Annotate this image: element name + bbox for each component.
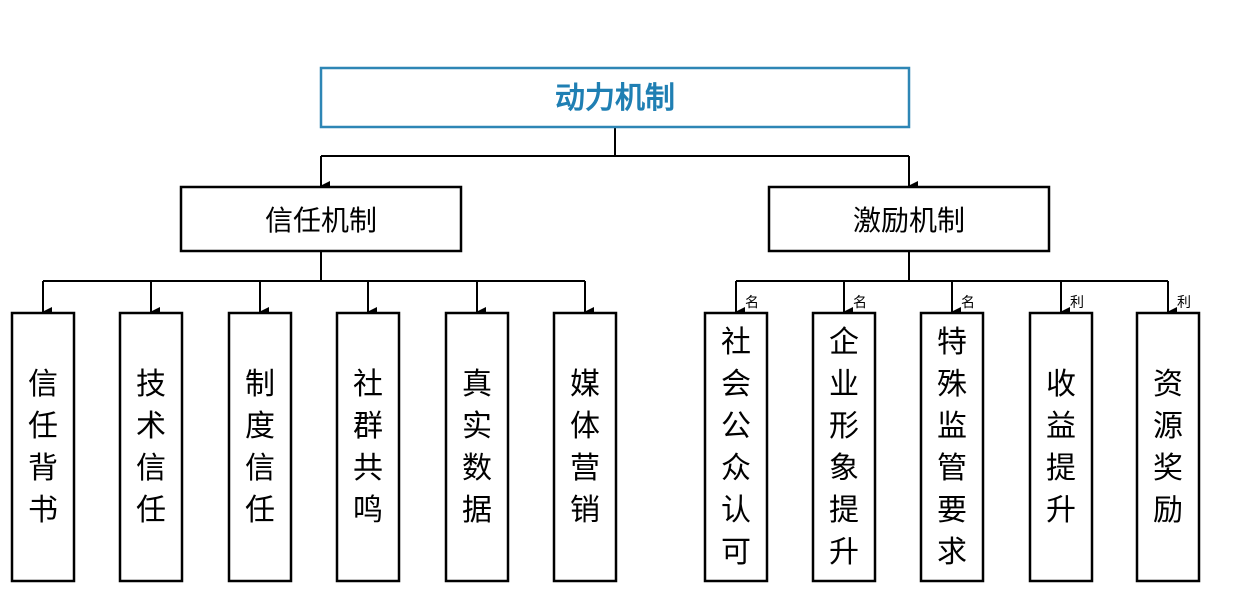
root-connector bbox=[321, 127, 909, 157]
leaf-box bbox=[444, 311, 510, 583]
leaf-box bbox=[552, 311, 618, 583]
root-node: 动力机制 bbox=[319, 66, 911, 129]
leaf-label: 收益提升 bbox=[1046, 367, 1076, 528]
leaf-tag: 利 bbox=[1177, 295, 1191, 311]
leaf-node: 媒体营销 bbox=[552, 311, 618, 583]
leaf-nodes: 信任背书技术信任制度信任社群共鸣真实数据媒体营销社会公众认可名企业形象提升名特殊… bbox=[10, 295, 1201, 583]
leaf-arrows bbox=[42, 281, 1177, 317]
leaf-box bbox=[811, 311, 877, 583]
branch-incentive: 激励机制 bbox=[767, 185, 1051, 253]
leaf-label: 特殊监管要求 bbox=[937, 325, 967, 570]
leaf-tag: 名 bbox=[853, 295, 867, 311]
leaf-label: 技术信任 bbox=[136, 367, 166, 528]
leaf-node: 资源奖励 利 bbox=[1135, 295, 1201, 583]
branch-trust: 信任机制 bbox=[179, 185, 463, 253]
leaf-label: 企业形象提升 bbox=[829, 325, 859, 570]
branch-trust-label: 信任机制 bbox=[265, 204, 377, 237]
leaf-label: 资源奖励 bbox=[1153, 367, 1183, 528]
leaf-node: 技术信任 bbox=[118, 311, 184, 583]
leaf-node: 特殊监管要求 名 bbox=[919, 295, 985, 583]
leaf-box bbox=[703, 311, 769, 583]
leaf-tag: 利 bbox=[1070, 295, 1084, 311]
leaf-node: 制度信任 bbox=[227, 311, 293, 583]
incentive-connector bbox=[736, 252, 1168, 282]
branch-incentive-label: 激励机制 bbox=[853, 204, 965, 237]
leaf-label: 制度信任 bbox=[245, 367, 275, 528]
leaf-box bbox=[335, 311, 401, 583]
root-label: 动力机制 bbox=[555, 81, 675, 116]
leaf-node: 社群共鸣 bbox=[335, 311, 401, 583]
leaf-label: 真实数据 bbox=[462, 367, 492, 528]
trust-connector bbox=[43, 252, 585, 282]
leaf-node: 收益提升 利 bbox=[1028, 295, 1094, 583]
leaf-box bbox=[118, 311, 184, 583]
leaf-label: 信任背书 bbox=[28, 367, 58, 528]
leaf-box bbox=[1135, 311, 1201, 583]
leaf-node: 企业形象提升 名 bbox=[811, 295, 877, 583]
leaf-tag: 名 bbox=[961, 295, 975, 311]
leaf-box bbox=[227, 311, 293, 583]
leaf-label: 社群共鸣 bbox=[353, 367, 383, 528]
leaf-node: 真实数据 bbox=[444, 311, 510, 583]
leaf-box bbox=[10, 311, 76, 583]
leaf-label: 社会公众认可 bbox=[721, 325, 751, 570]
leaf-tag: 名 bbox=[745, 295, 759, 311]
connectors bbox=[42, 127, 1177, 317]
leaf-label: 媒体营销 bbox=[570, 367, 600, 528]
leaf-node: 社会公众认可 名 bbox=[703, 295, 769, 583]
leaf-box bbox=[1028, 311, 1094, 583]
leaf-node: 信任背书 bbox=[10, 311, 76, 583]
leaf-box bbox=[919, 311, 985, 583]
